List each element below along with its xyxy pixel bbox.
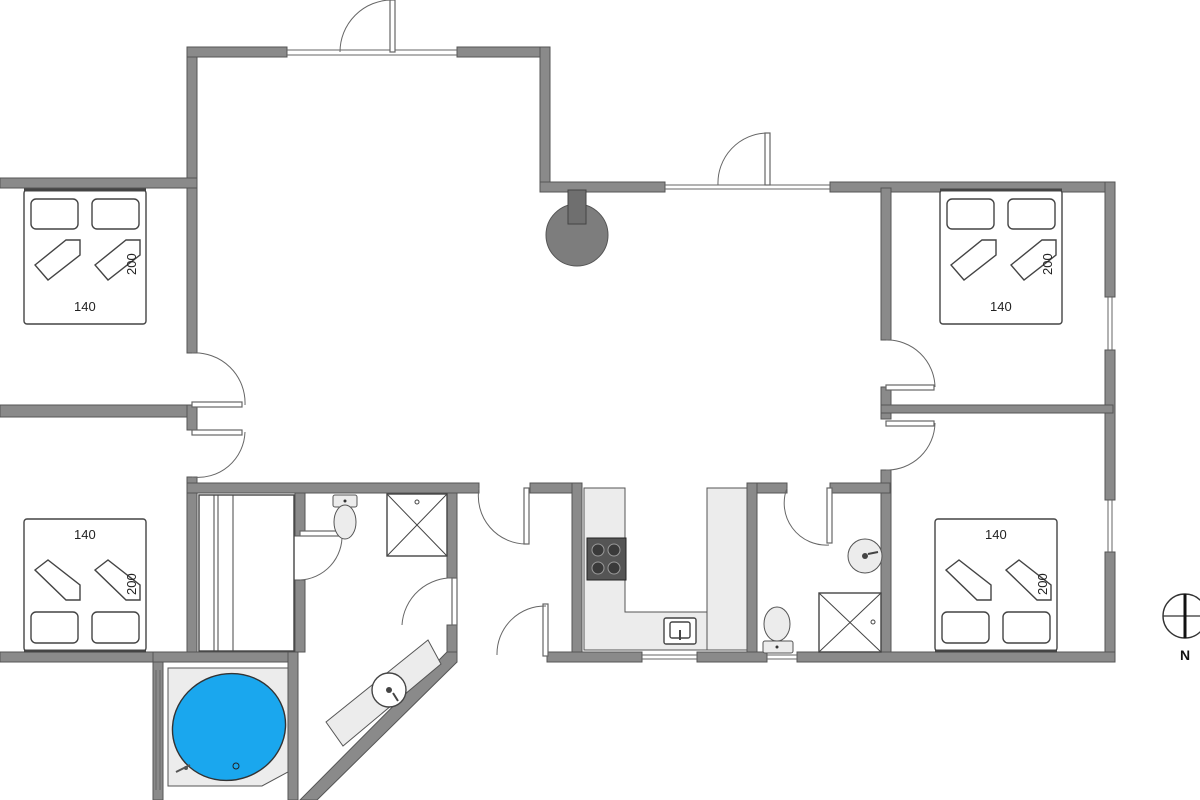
sauna-bench — [198, 494, 295, 652]
hall-door-top — [477, 487, 530, 545]
bed-length-label: 200 — [124, 253, 139, 275]
kitchen-sink — [663, 617, 697, 645]
terrace-door — [717, 132, 771, 186]
north-compass: N — [1162, 593, 1200, 663]
doors — [191, 0, 936, 657]
pool-water — [171, 672, 287, 782]
bed-width-label: 140 — [74, 299, 96, 314]
right-bedroom-upper-door — [885, 339, 936, 391]
whirlpool-bathtub — [167, 667, 289, 787]
right-bedroom-lower-door — [885, 420, 936, 471]
stove — [586, 537, 627, 581]
bathroom-vanity — [325, 639, 442, 747]
compass-north-label: N — [1180, 647, 1190, 663]
bed-width-label: 140 — [985, 527, 1007, 542]
shower-cabin-left — [386, 493, 448, 557]
bed-bottom-right: 140 200 — [934, 518, 1058, 653]
windows — [155, 49, 1113, 790]
toilet-door — [299, 530, 343, 581]
bathroom-door — [401, 577, 458, 626]
toilet — [332, 494, 358, 540]
bed-top-left: 140 200 — [23, 188, 147, 325]
toilet-right — [762, 606, 794, 654]
shower-room-door — [783, 487, 833, 546]
shower-cabin-right — [818, 592, 882, 653]
walls — [0, 46, 1116, 800]
left-bedroom-lower-door — [191, 429, 246, 478]
bed-length-label: 200 — [1040, 253, 1055, 275]
entrance-door-top — [339, 0, 396, 53]
bed-bottom-left: 140 200 — [23, 518, 147, 653]
left-bedroom-upper-door — [191, 352, 246, 408]
fireplace — [545, 189, 609, 267]
bed-width-label: 140 — [74, 527, 96, 542]
bed-width-label: 140 — [990, 299, 1012, 314]
bed-top-right: 140 200 — [939, 188, 1063, 325]
hall-door-bottom — [496, 603, 549, 657]
bed-length-label: 200 — [1035, 573, 1050, 595]
kitchen-counter — [583, 487, 748, 651]
washbasin-right — [847, 538, 883, 574]
bed-length-label: 200 — [124, 573, 139, 595]
